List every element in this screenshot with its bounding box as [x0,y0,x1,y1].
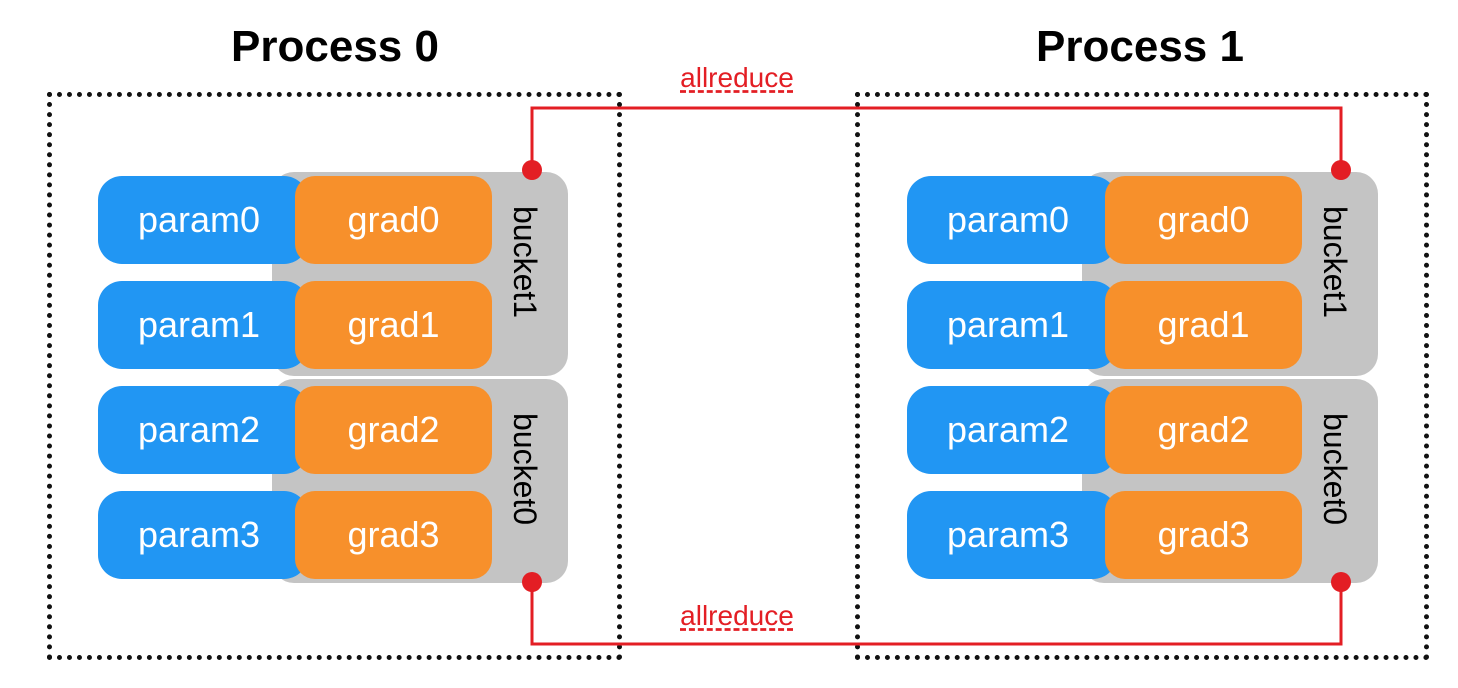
process-0-title: Process 0 [231,22,439,71]
process-1-grad3: grad3 [1105,491,1302,579]
allreduce-top-wire [530,106,1343,170]
allreduce-top-label: allreduce [680,62,794,93]
process-1-title: Process 1 [1036,22,1244,71]
process-0-param0: param0 [98,176,308,264]
process-0-grad1: grad1 [295,281,492,369]
process-1-param2: param2 [907,386,1117,474]
process-0-param1: param1 [98,281,308,369]
process-1-bucket0-label: bucket0 [1317,413,1353,526]
process-1-box [855,92,1429,660]
process-0-bucket1-label: bucket1 [507,206,543,319]
process-1-param3: param3 [907,491,1117,579]
allreduce-bottom-label: allreduce [680,600,794,631]
process-1-bucket0-connector-dot [1331,572,1351,592]
process-1-grad2: grad2 [1105,386,1302,474]
process-0-param2: param2 [98,386,308,474]
process-1-param0: param0 [907,176,1117,264]
process-0-bucket0-label: bucket0 [507,413,543,526]
process-0-grad2: grad2 [295,386,492,474]
process-0-bucket1-connector-dot [522,160,542,180]
process-1-bucket1-connector-dot [1331,160,1351,180]
process-1-grad0: grad0 [1105,176,1302,264]
process-0-grad0: grad0 [295,176,492,264]
process-0-box [47,92,622,660]
allreduce-bottom-wire [530,582,1343,646]
process-0-param3: param3 [98,491,308,579]
process-0-grad3: grad3 [295,491,492,579]
process-1-bucket1-label: bucket1 [1317,206,1353,319]
process-0-bucket0-connector-dot [522,572,542,592]
process-1-param1: param1 [907,281,1117,369]
process-1-grad1: grad1 [1105,281,1302,369]
